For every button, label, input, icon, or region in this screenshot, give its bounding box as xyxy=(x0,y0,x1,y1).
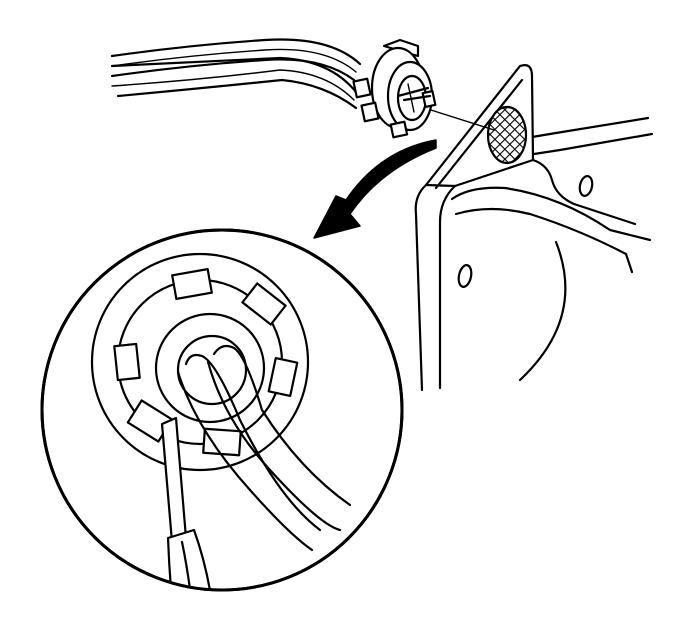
grommet-connector xyxy=(352,38,437,139)
wiring-harness xyxy=(110,38,495,131)
grommet-tabs xyxy=(113,267,299,457)
screwdriver xyxy=(160,416,218,590)
detail-magnifier xyxy=(40,228,404,592)
body-panel xyxy=(414,64,654,392)
mesh-vent xyxy=(486,105,528,165)
magnified-wires xyxy=(176,344,352,552)
direction-arrow xyxy=(313,139,437,239)
